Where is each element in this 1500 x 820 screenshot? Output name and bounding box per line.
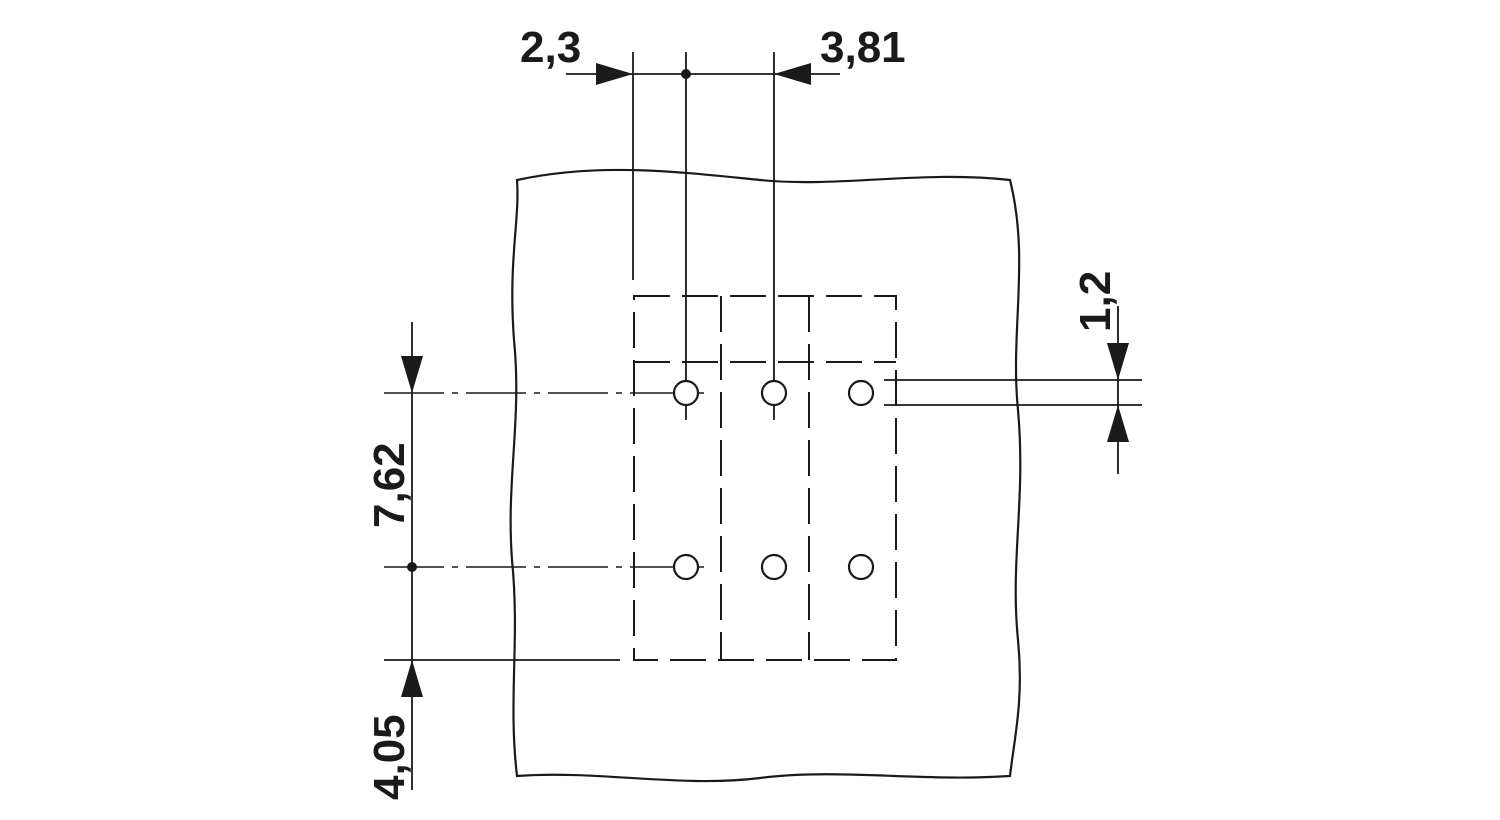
arrow-up-icon [401, 660, 423, 697]
arrow-left-icon [774, 63, 811, 85]
board-outline [509, 168, 1022, 783]
hole-r2-c1 [672, 553, 700, 581]
hole-r1-c1 [672, 379, 700, 407]
dim-edge-offset: 4,05 [365, 714, 414, 800]
hole-r2-c2 [760, 553, 788, 581]
hole-r1-c3 [847, 379, 875, 407]
footprint-outline [633, 295, 897, 661]
dim-pin-offset: 2,3 [520, 23, 581, 72]
hole-r1-c2 [760, 379, 788, 407]
dim-hole-diameter: 1,2 [1071, 271, 1120, 332]
arrow-down-icon [401, 356, 423, 393]
dim-row-spacing: 7,62 [365, 442, 414, 528]
dimension-dot [681, 69, 691, 79]
arrow-right-icon [596, 63, 633, 85]
arrow-down-icon [1107, 343, 1129, 380]
dim-pitch: 3,81 [820, 23, 906, 72]
hole-r2-c3 [847, 553, 875, 581]
dimension-dot-left [407, 562, 417, 572]
arrow-up-icon [1107, 405, 1129, 442]
